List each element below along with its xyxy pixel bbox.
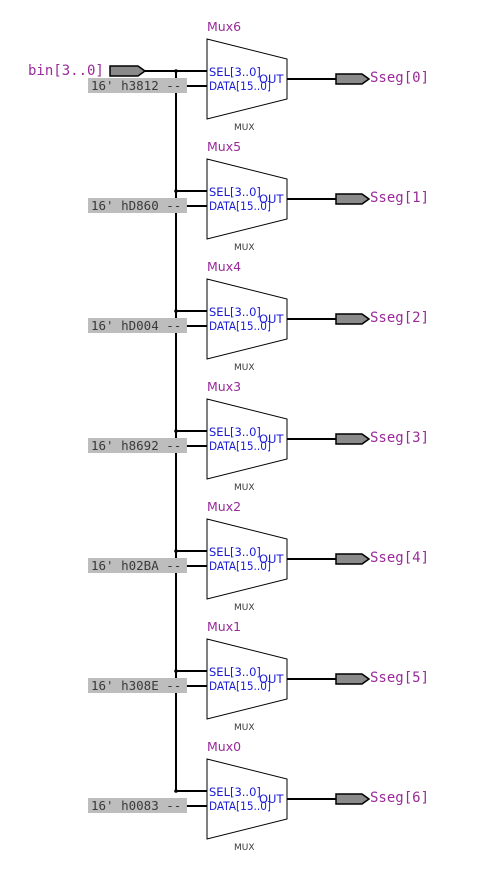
sel-port-label: SEL[3..0] [209, 185, 261, 199]
sel-port-label: SEL[3..0] [209, 425, 261, 439]
data-port-label: DATA[15..0] [209, 79, 271, 93]
output-port-icon [335, 793, 371, 805]
out-port-label: OUT [259, 552, 284, 566]
mux-type-label: MUX [234, 243, 255, 253]
output-port-icon [335, 433, 371, 445]
mux-type-label: MUX [234, 123, 255, 133]
sel-port-label: SEL[3..0] [209, 785, 261, 799]
mux-body[interactable] [206, 38, 288, 120]
constant-value: 16' h8692 -- [91, 438, 181, 453]
data-port-label: DATA[15..0] [209, 439, 271, 453]
output-port-label: Sseg[6] [370, 790, 429, 806]
output-port-icon [335, 193, 371, 205]
mux-body[interactable] [206, 278, 288, 360]
bus-junction [174, 549, 178, 553]
output-port-icon [335, 553, 371, 565]
output-port-label: Sseg[3] [370, 430, 429, 446]
mux-name-label: Mux4 [207, 259, 241, 274]
out-port-label: OUT [259, 672, 284, 686]
bus-junction [174, 189, 178, 193]
bus-junction [174, 429, 178, 433]
constant-box [88, 678, 187, 693]
sel-port-label: SEL[3..0] [209, 545, 261, 559]
mux-body[interactable] [206, 758, 288, 840]
input-port-label: bin[3..0] [28, 63, 104, 79]
mux-name-label: Mux5 [207, 139, 241, 154]
output-port-label: Sseg[2] [370, 310, 429, 326]
sel-port-label: SEL[3..0] [209, 65, 261, 79]
constant-value: 16' h3812 -- [91, 78, 181, 93]
out-port-label: OUT [259, 792, 284, 806]
constant-box [88, 318, 187, 333]
mux-body[interactable] [206, 398, 288, 480]
constant-box [88, 558, 187, 573]
sel-port-label: SEL[3..0] [209, 305, 261, 319]
out-port-label: OUT [259, 312, 284, 326]
output-port-label: Sseg[0] [370, 70, 429, 86]
constant-box [88, 78, 187, 93]
input-port-icon [109, 65, 147, 77]
sel-port-label: SEL[3..0] [209, 665, 261, 679]
constant-value: 16' hD004 -- [91, 318, 181, 333]
bus-junction [174, 669, 178, 673]
bus-junction [174, 309, 178, 313]
data-port-label: DATA[15..0] [209, 319, 271, 333]
bus-junction [174, 69, 178, 73]
mux-type-label: MUX [234, 843, 255, 853]
mux-name-label: Mux3 [207, 379, 241, 394]
constant-value: 16' h308E -- [91, 678, 181, 693]
output-port-label: Sseg[4] [370, 550, 429, 566]
bus-junction [174, 789, 178, 793]
constant-box [88, 798, 187, 813]
out-port-label: OUT [259, 192, 284, 206]
mux-body[interactable] [206, 518, 288, 600]
constant-value: 16' hD860 -- [91, 198, 181, 213]
mux-name-label: Mux2 [207, 499, 241, 514]
constant-value: 16' h02BA -- [91, 558, 181, 573]
constant-box [88, 198, 187, 213]
output-port-label: Sseg[1] [370, 190, 429, 206]
mux-type-label: MUX [234, 603, 255, 613]
data-port-label: DATA[15..0] [209, 679, 271, 693]
mux-name-label: Mux6 [207, 19, 241, 34]
out-port-label: OUT [259, 72, 284, 86]
mux-name-label: Mux1 [207, 619, 241, 634]
mux-body[interactable] [206, 158, 288, 240]
data-port-label: DATA[15..0] [209, 799, 271, 813]
data-port-label: DATA[15..0] [209, 199, 271, 213]
mux-type-label: MUX [234, 483, 255, 493]
mux-body[interactable] [206, 638, 288, 720]
output-port-icon [335, 73, 371, 85]
constant-value: 16' h0083 -- [91, 798, 181, 813]
output-port-label: Sseg[5] [370, 670, 429, 686]
mux-type-label: MUX [234, 723, 255, 733]
output-port-icon [335, 673, 371, 685]
output-port-icon [335, 313, 371, 325]
mux-name-label: Mux0 [207, 739, 241, 754]
mux-type-label: MUX [234, 363, 255, 373]
constant-box [88, 438, 187, 453]
out-port-label: OUT [259, 432, 284, 446]
data-port-label: DATA[15..0] [209, 559, 271, 573]
